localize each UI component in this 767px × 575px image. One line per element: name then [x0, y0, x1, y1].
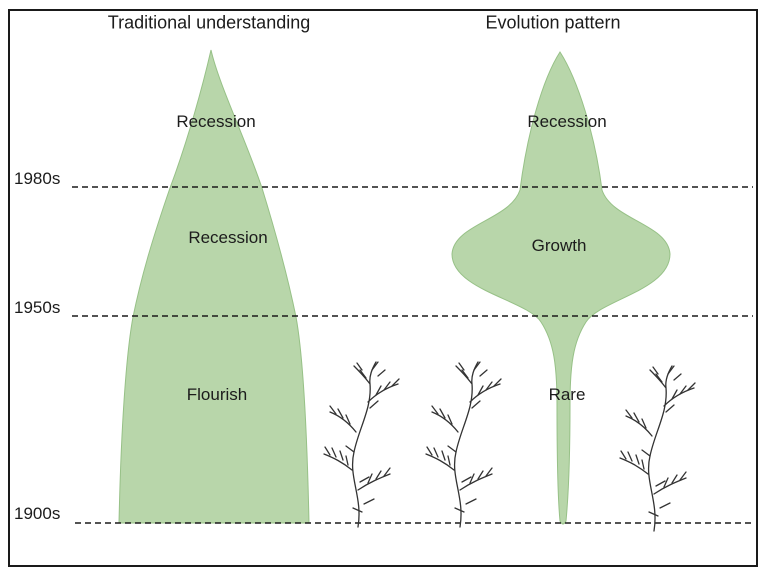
- evolution-shape: [451, 51, 671, 525]
- right-label-rare: Rare: [548, 385, 586, 404]
- year-label-1950s: 1950s: [14, 298, 61, 317]
- left-label-recession-middle: Recession: [188, 228, 268, 247]
- plant-sketch-2: [425, 361, 502, 528]
- year-label-1980s: 1980s: [14, 169, 61, 188]
- plant-sketch-3: [619, 365, 696, 532]
- right-label-growth: Growth: [531, 236, 587, 255]
- plant-sketch-1: [323, 361, 400, 528]
- left-label-flourish: Flourish: [186, 385, 248, 404]
- right-label-recession: Recession: [527, 112, 607, 131]
- right-panel-title: Evolution pattern: [485, 12, 621, 33]
- traditional-shape: [118, 49, 310, 524]
- year-label-1900s: 1900s: [14, 504, 61, 523]
- figure-border: [8, 9, 758, 567]
- left-label-recession-top: Recession: [176, 112, 256, 131]
- left-panel-title: Traditional understanding: [107, 12, 311, 33]
